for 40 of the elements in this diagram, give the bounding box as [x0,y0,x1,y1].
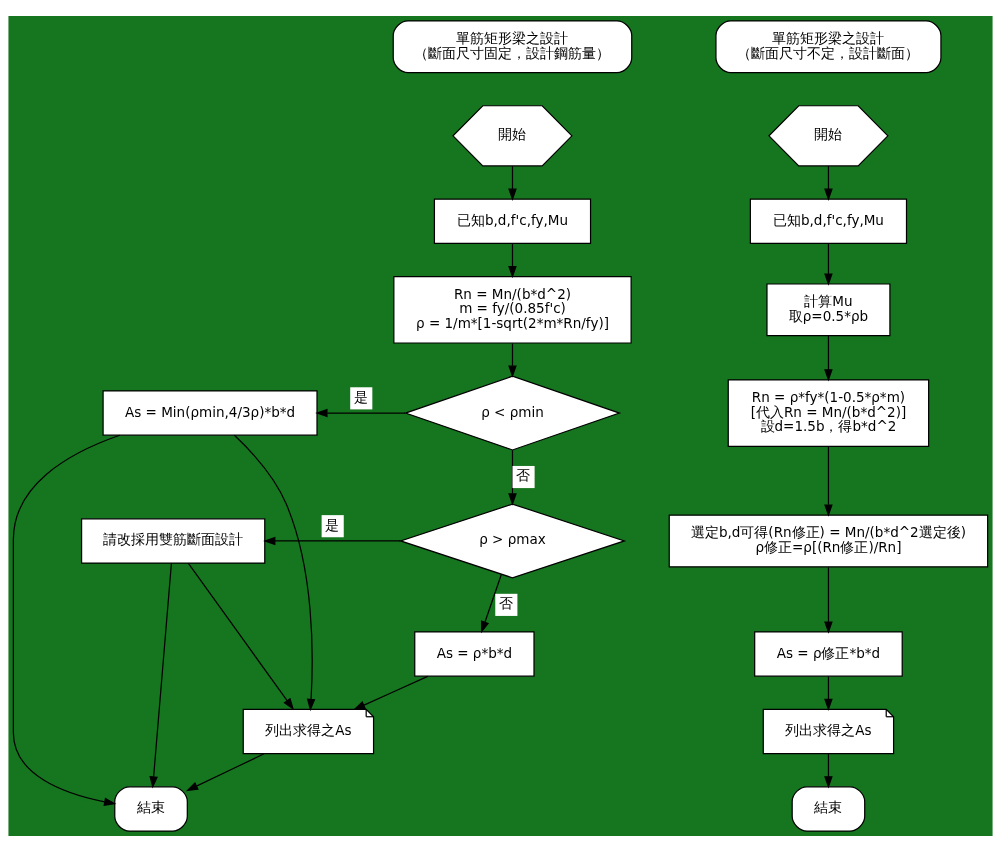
node-box: As = ρ修正*b*d [754,631,903,677]
arrow [824,243,833,286]
arrow [149,562,172,789]
edge-label: 是 [325,516,340,533]
arrow [824,566,833,634]
node-box: 結束 [791,786,866,832]
node-box: 結束 [114,786,188,832]
node-box: As = ρ*b*d [414,631,535,677]
node-box: 選定b,d可得(Rn修正) = Mn/(b*d^2選定後) ρ修正=ρ[(Rn修正)/Rn] [668,514,989,568]
node-diamond: ρ > ρmax [398,503,627,579]
arrow [824,753,833,789]
arrow [508,449,517,506]
arrow [315,408,406,418]
arrow [263,536,401,546]
arrow [185,753,265,792]
node-box: 計算Mu 取ρ=0.5*ρb [766,283,891,337]
node-box: 已知b,d,f'c,fy,Mu [433,198,592,245]
node-box: As = Min(ρmin,4/3ρ)*b*d [102,390,318,436]
edge-label: 否 [498,595,513,612]
node-box: 請改採用雙筋斷面設計 [80,518,266,564]
arrow [12,434,121,806]
edge-label: 是 [353,388,368,405]
arrow [508,243,517,279]
node-box: Rn = Mn/(b*d^2) m = fy/(0.85f'c) ρ = 1/m*[1-sqrt(2*m*Rn/fy)] [393,276,632,344]
arrow [824,165,833,201]
arrow [508,342,517,378]
arrow [824,335,833,382]
node-box: 單筋矩形梁之設計 （斷面尺寸固定，設計鋼筋量） [392,20,633,74]
node-box: 單筋矩形梁之設計 （斷面尺寸不定，設計斷面） [715,20,942,74]
arrow [353,675,429,711]
node-box: 已知b,d,f'c,fy,Mu [749,198,908,245]
arrow [481,574,502,634]
node-diamond: ρ < ρmin [403,375,622,451]
arrow [508,165,517,201]
arrow [233,434,316,712]
edge-label: 否 [516,467,531,484]
arrow [824,675,833,712]
arrow [824,445,833,517]
arrow [187,562,295,711]
node-box: Rn = ρ*fy*(1-0.5*ρ*m) [代入Rn = Mn/(b*d^2)] 設d=1.5b，得b*d^2 [727,379,930,447]
